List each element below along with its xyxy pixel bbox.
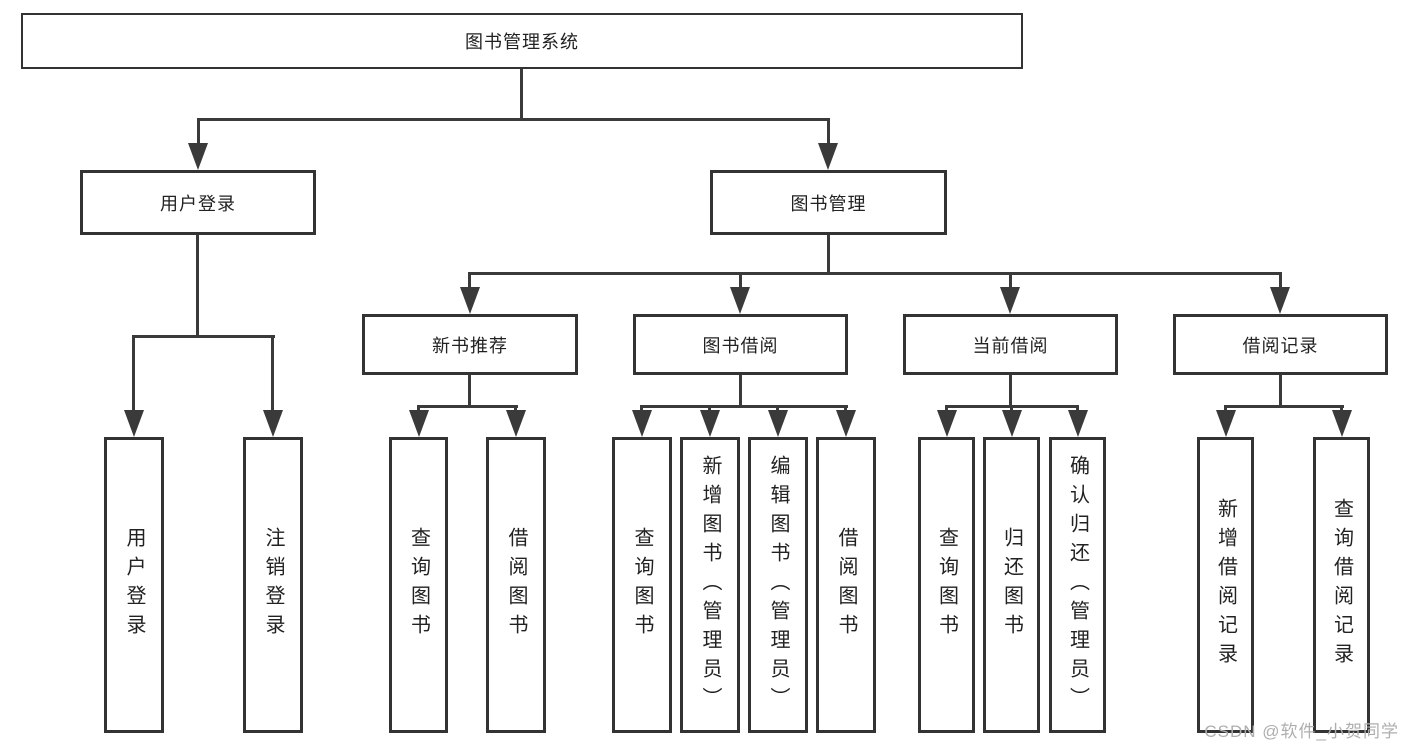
connector-line — [132, 335, 135, 413]
leaf-label: 查询图书 — [407, 527, 430, 643]
connector-line — [1224, 405, 1227, 414]
arrowhead-down-icon — [1332, 410, 1352, 437]
node-user-login: 用户登录 — [80, 170, 316, 235]
arrowhead-down-icon — [409, 410, 429, 437]
arrowhead-down-icon — [632, 410, 652, 437]
node-label: 图书管理系统 — [465, 32, 579, 52]
leaf-label: 借阅图书 — [835, 527, 857, 643]
leaf-confirm-return-admin: 确认归还（管理员） — [1049, 437, 1106, 733]
node-label: 图书借阅 — [702, 335, 779, 356]
arrowhead-down-icon — [188, 143, 208, 170]
leaf-borrow-books-recommend: 借阅图书 — [486, 437, 546, 733]
connector-line — [776, 405, 779, 414]
connector-line — [196, 235, 199, 338]
connector-line — [197, 118, 200, 146]
leaf-label: 借阅图书 — [505, 527, 527, 643]
leaf-user-login: 用户登录 — [104, 437, 164, 733]
leaf-query-books-borrow: 查询图书 — [612, 437, 672, 733]
arrowhead-down-icon — [263, 410, 283, 437]
connector-line — [640, 405, 643, 414]
arrowhead-down-icon — [506, 410, 526, 437]
leaf-label: 新增借阅记录 — [1214, 498, 1237, 672]
csdn-watermark: CSDN @软件_小贺同学 — [1204, 722, 1399, 741]
connector-line — [468, 272, 1282, 275]
leaf-query-borrow-record: 查询借阅记录 — [1313, 437, 1370, 733]
connector-line — [1224, 405, 1344, 408]
arrowhead-down-icon — [818, 143, 838, 170]
connector-line — [514, 405, 517, 414]
arrowhead-down-icon — [1002, 410, 1022, 437]
connector-line — [1279, 272, 1282, 292]
leaf-query-books-current: 查询图书 — [918, 437, 975, 733]
node-current-borrow: 当前借阅 — [903, 314, 1118, 375]
leaf-label: 新增图书（管理员） — [699, 454, 721, 716]
leaf-return-books: 归还图书 — [983, 437, 1040, 733]
connector-line — [468, 272, 471, 292]
leaf-edit-book-admin: 编辑图书（管理员） — [748, 437, 808, 733]
connector-line — [417, 405, 518, 408]
connector-line — [1279, 375, 1282, 408]
arrowhead-down-icon — [1216, 410, 1236, 437]
connector-line — [1009, 375, 1012, 408]
node-book-borrow: 图书借阅 — [633, 314, 848, 375]
arrowhead-down-icon — [1270, 287, 1290, 314]
arrowhead-down-icon — [730, 287, 750, 314]
leaf-label: 编辑图书（管理员） — [767, 454, 789, 716]
connector-line — [827, 118, 830, 146]
arrowhead-down-icon — [700, 410, 720, 437]
connector-line — [468, 375, 471, 408]
connector-line — [271, 335, 274, 413]
arrowhead-down-icon — [1068, 410, 1088, 437]
node-book-management: 图书管理 — [710, 170, 947, 235]
connector-line — [417, 405, 420, 414]
arrowhead-down-icon — [460, 287, 480, 314]
connector-line — [132, 335, 275, 338]
arrowhead-down-icon — [768, 410, 788, 437]
leaf-label: 查询图书 — [631, 527, 653, 643]
connector-line — [844, 405, 847, 414]
node-new-book-recommend: 新书推荐 — [362, 314, 578, 375]
leaf-add-borrow-record: 新增借阅记录 — [1197, 437, 1254, 733]
leaf-query-books-recommend: 查询图书 — [389, 437, 448, 733]
connector-line — [1010, 405, 1013, 414]
connector-line — [827, 235, 830, 275]
leaf-label: 用户登录 — [123, 527, 145, 643]
leaf-add-book-admin: 新增图书（管理员） — [680, 437, 740, 733]
node-borrow-records: 借阅记录 — [1173, 314, 1388, 375]
connector-line — [945, 405, 948, 414]
connector-line — [520, 69, 523, 120]
connector-line — [739, 272, 742, 292]
connector-line — [708, 405, 711, 414]
node-label: 当前借阅 — [972, 335, 1049, 356]
leaf-label: 查询图书 — [935, 527, 958, 643]
leaf-label: 确认归还（管理员） — [1066, 454, 1089, 716]
arrowhead-down-icon — [937, 410, 957, 437]
leaf-label: 注销登录 — [262, 527, 284, 643]
node-label: 图书管理 — [790, 193, 867, 214]
connector-line — [640, 405, 848, 408]
connector-line — [1076, 405, 1079, 414]
leaf-label: 查询借阅记录 — [1330, 498, 1353, 672]
leaf-borrow-books: 借阅图书 — [816, 437, 876, 733]
node-label: 新书推荐 — [432, 335, 508, 356]
node-label: 借阅记录 — [1242, 335, 1319, 356]
connector-line — [197, 118, 830, 121]
connector-line — [1009, 272, 1012, 292]
arrowhead-down-icon — [836, 410, 856, 437]
connector-line — [1340, 405, 1343, 414]
node-label: 用户登录 — [160, 193, 236, 214]
leaf-logout: 注销登录 — [243, 437, 303, 733]
leaf-label: 归还图书 — [1000, 527, 1023, 643]
arrowhead-down-icon — [1000, 287, 1020, 314]
connector-line — [739, 375, 742, 408]
node-library-system: 图书管理系统 — [21, 13, 1023, 69]
arrowhead-down-icon — [124, 410, 144, 437]
